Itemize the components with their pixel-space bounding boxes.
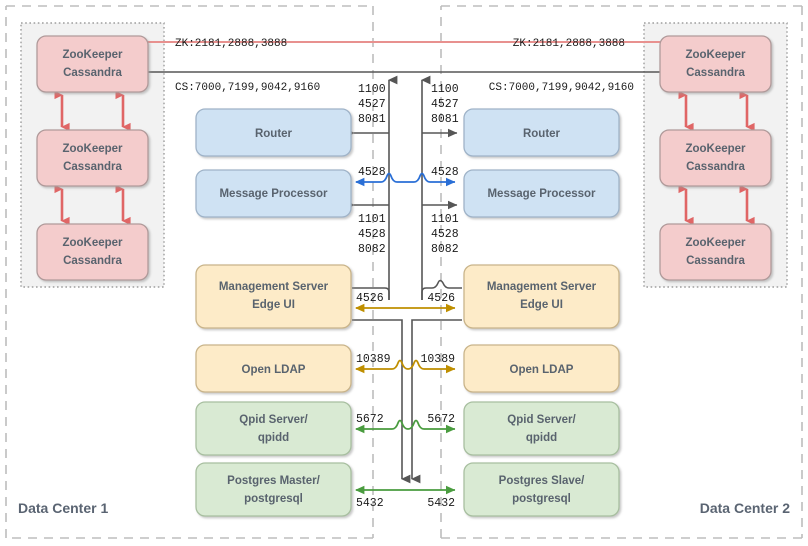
qpid-cross-link <box>355 419 456 434</box>
port-label-mp-below-right-3: 8082 <box>431 243 459 256</box>
port-label-mgmt-left: 4526 <box>356 292 384 305</box>
node-zookeeper-cassandra-left-1[interactable]: ZooKeeper Cassandra <box>36 35 149 93</box>
port-label-postgres-left: 5432 <box>356 497 384 510</box>
port-label-qpid-left: 5672 <box>356 413 384 426</box>
node-qpid-server-left[interactable]: Qpid Server/ qpidd <box>195 401 352 456</box>
node-postgres-master-left[interactable]: Postgres Master/ postgresql <box>195 462 352 517</box>
mgmt-to-postgres-trunk-right <box>411 319 462 484</box>
node-open-ldap-left[interactable]: Open LDAP <box>195 344 352 393</box>
port-label-ldap-right: 10389 <box>420 353 455 366</box>
port-label-ldap-left: 10389 <box>356 353 391 366</box>
port-label-mp-below-left-1: 1101 <box>358 213 386 226</box>
node-zookeeper-cassandra-left-3[interactable]: ZooKeeper Cassandra <box>36 223 149 281</box>
node-label-line1: Qpid Server/ <box>507 414 576 426</box>
port-label-zk-left: ZK:2181,2888,3888 <box>175 38 287 50</box>
node-management-server-left[interactable]: Management Server Edge UI <box>195 264 352 329</box>
node-label-line1: Router <box>523 128 561 140</box>
zk-intra-links-right <box>678 90 755 226</box>
port-label-router-left-1: 1100 <box>358 83 386 96</box>
node-postgres-slave-right[interactable]: Postgres Slave/ postgresql <box>463 462 620 517</box>
port-label-qpid-right: 5672 <box>427 413 455 426</box>
node-label-line2: Cassandra <box>63 255 122 267</box>
data-center-1-label: Data Center 1 <box>18 500 108 516</box>
node-message-processor-right[interactable]: Message Processor <box>463 169 620 218</box>
data-center-1-frame <box>5 5 374 539</box>
node-label-line1: Management Server <box>487 281 597 293</box>
node-label-line1: Postgres Master/ <box>227 475 320 487</box>
node-label-line1: ZooKeeper <box>685 143 746 155</box>
port-label-zk-right: ZK:2181,2888,3888 <box>513 38 625 50</box>
node-label-line2: Cassandra <box>63 67 122 79</box>
node-label-line1: ZooKeeper <box>62 49 123 61</box>
node-label-line2: postgresql <box>512 493 571 505</box>
node-label-line1: Router <box>255 128 293 140</box>
port-label-postgres-right: 5432 <box>427 497 455 510</box>
port-label-mgmt-right: 4526 <box>427 292 455 305</box>
port-label-router-right-2: 4527 <box>431 98 459 111</box>
port-label-router-left-2: 4527 <box>358 98 386 111</box>
node-label-line2: Cassandra <box>63 161 122 173</box>
data-center-2-frame <box>440 5 803 539</box>
node-zookeeper-cassandra-left-2[interactable]: ZooKeeper Cassandra <box>36 129 149 187</box>
node-label-line1: ZooKeeper <box>685 237 746 249</box>
node-label-line1: Management Server <box>219 281 329 293</box>
data-center-2-label: Data Center 2 <box>700 500 790 516</box>
trunk-bottom-right <box>421 279 462 300</box>
node-label-line1: Open LDAP <box>510 364 574 376</box>
node-label-line2: Edge UI <box>252 299 295 311</box>
zk-intra-links-left <box>54 90 131 226</box>
port-label-mp-below-left-3: 8082 <box>358 243 386 256</box>
node-label-line1: ZooKeeper <box>62 143 123 155</box>
mgmt-to-postgres-trunk-left <box>352 319 411 484</box>
port-label-cs-right: CS:7000,7199,9042,9160 <box>489 82 634 94</box>
ldap-cross-link <box>355 359 456 374</box>
port-label-mp-below-left-2: 4528 <box>358 228 386 241</box>
node-label-line2: Edge UI <box>520 299 563 311</box>
node-router-right[interactable]: Router <box>463 108 620 157</box>
node-label-line2: qpidd <box>526 432 557 444</box>
port-label-mp-below-right-1: 1101 <box>431 213 459 226</box>
node-management-server-right[interactable]: Management Server Edge UI <box>463 264 620 329</box>
port-label-mp-below-right-2: 4528 <box>431 228 459 241</box>
node-label-line1: ZooKeeper <box>62 237 123 249</box>
node-label-line1: Message Processor <box>487 188 596 200</box>
node-router-left[interactable]: Router <box>195 108 352 157</box>
port-label-router-right-3: 8081 <box>431 113 459 126</box>
node-qpid-server-right[interactable]: Qpid Server/ qpidd <box>463 401 620 456</box>
mp-cross-link <box>355 172 456 187</box>
node-zookeeper-cassandra-right-3[interactable]: ZooKeeper Cassandra <box>659 223 772 281</box>
node-label-line1: Qpid Server/ <box>239 414 308 426</box>
node-label-line2: Cassandra <box>686 255 745 267</box>
port-label-mp-left: 4528 <box>358 166 386 179</box>
node-label-line2: Cassandra <box>686 161 745 173</box>
port-label-cs-left: CS:7000,7199,9042,9160 <box>175 82 320 94</box>
node-label-line1: ZooKeeper <box>685 49 746 61</box>
node-label-line2: qpidd <box>258 432 289 444</box>
node-label-line1: Open LDAP <box>242 364 306 376</box>
node-label-line2: Cassandra <box>686 67 745 79</box>
port-label-router-right-1: 1100 <box>431 83 459 96</box>
node-zookeeper-cassandra-right-1[interactable]: ZooKeeper Cassandra <box>659 35 772 93</box>
trunk-bottom-left <box>352 287 390 300</box>
node-message-processor-left[interactable]: Message Processor <box>195 169 352 218</box>
port-label-mp-right: 4528 <box>431 166 459 179</box>
node-label-line2: postgresql <box>244 493 303 505</box>
node-zookeeper-cassandra-right-2[interactable]: ZooKeeper Cassandra <box>659 129 772 187</box>
node-label-line1: Message Processor <box>219 188 328 200</box>
port-label-router-left-3: 8081 <box>358 113 386 126</box>
node-open-ldap-right[interactable]: Open LDAP <box>463 344 620 393</box>
node-label-line1: Postgres Slave/ <box>499 475 585 487</box>
